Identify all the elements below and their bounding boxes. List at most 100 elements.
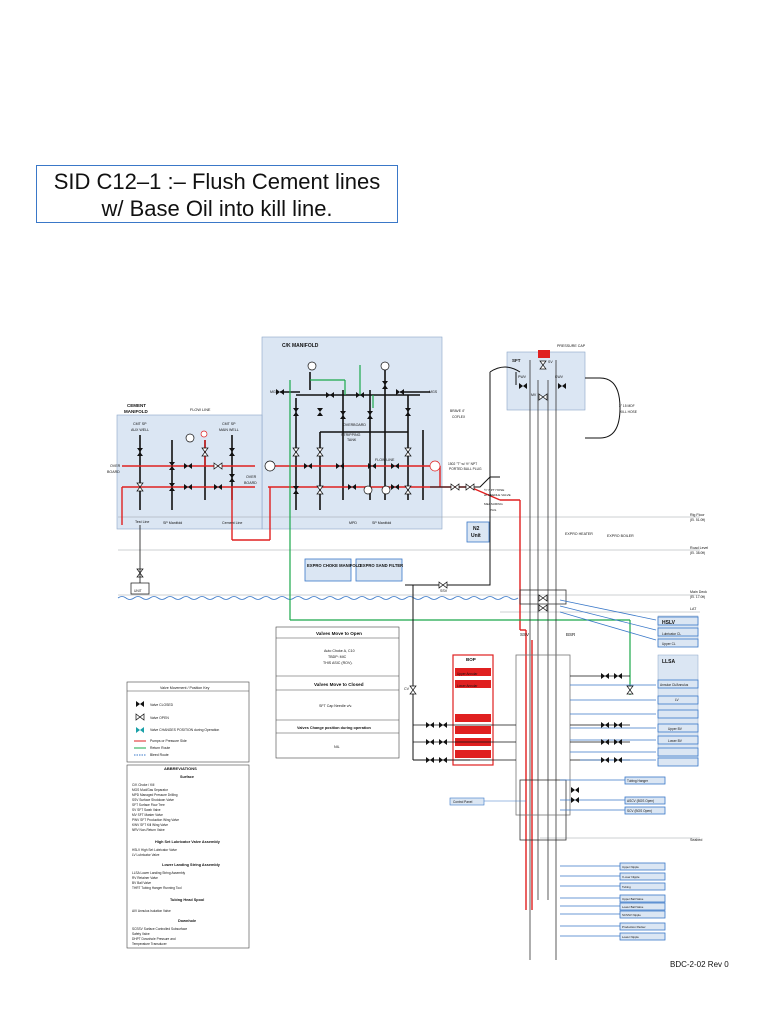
flow-line-label: FLOW LINE	[190, 408, 211, 412]
key-pump-label: Pumps or Pressure Side	[150, 739, 187, 743]
r2-label: Upper BV	[668, 727, 683, 731]
abbr-surface-item: MGS Mud/Gas Separator	[132, 788, 169, 792]
road-level-label: Road Level	[690, 546, 708, 550]
overboard-left-label-1: OVER	[110, 464, 121, 468]
needle-label-4: PAIL	[490, 508, 497, 512]
n2-unit-label-1: N2	[473, 526, 480, 532]
needle-label-1: ½" NPT HOSE	[484, 488, 504, 492]
abbr-surface-item: MV SFT Master Valve	[132, 813, 163, 817]
main-deck-el: (El. 17.0ft)	[690, 595, 705, 599]
mgs-right-label: MGS	[429, 390, 438, 394]
pressure-cap-label: PRESSURE CAP	[557, 344, 586, 348]
abbr-thspool-item: AIV Annulus Isolation Valve	[132, 909, 171, 913]
expro-heater-label: EXPRO HEATER	[565, 532, 593, 536]
abbr-surface-item: NRV Non-Return Valve	[132, 828, 165, 832]
right-tag-text: X-over Nipple	[622, 875, 640, 879]
abbr-hsla-item: HSLV High Set Lubricator Valve	[132, 848, 177, 852]
annular-ck-label: Annular Ck/Annulus	[660, 683, 689, 687]
key-open-label: Valve OPEN	[150, 716, 169, 720]
sft-panel	[506, 351, 586, 411]
key-closed-label: Valve CLOSED	[150, 703, 174, 707]
upper-annular-label: Upper Annular	[457, 672, 478, 676]
bull-plug-label-1: 1502 "T" w/ ½" NPT	[448, 462, 477, 466]
abbr-downhole-title: Downhole	[178, 919, 196, 923]
r3-label: Lower BV	[668, 739, 683, 743]
bull-plug-label-2: PORTED BULL PLUG	[449, 467, 482, 471]
valves-change-header: Valves Change position during operation	[297, 726, 372, 730]
pwv-label: PWV	[518, 375, 527, 379]
stripping-tank-label-2: TANK	[347, 438, 357, 442]
lubricator-label-1: Lubricator CL	[662, 632, 681, 636]
sv-label: SV	[548, 360, 553, 364]
rig-floor-el: (El. 51.0ft)	[690, 518, 705, 522]
cmt-sp-main-label-1: CMT SP	[222, 422, 236, 426]
sp-manifold-mid-label: SP Manifold	[372, 521, 391, 525]
road-level-el: (El. 38.0ft)	[690, 551, 705, 555]
needle-label-3: MEASURING	[484, 502, 503, 506]
cv-label: CV	[404, 687, 410, 691]
llsa-label: LLSA	[662, 659, 675, 665]
control-panel-label: Control Panel	[453, 800, 473, 804]
abbr-hsla-title: High Set Lubricator Valve Assembly	[155, 840, 221, 844]
unit-label: UNIT	[134, 589, 142, 593]
main-deck-label: Main Deck	[690, 590, 707, 594]
abbr-surface-item: MPD Managed Pressure Drilling	[132, 793, 178, 797]
key-title: Valve Movement / Position Key	[160, 686, 210, 690]
open-detail-2: TBDP: MIC	[328, 655, 347, 659]
right-tag-text: Upper Nipple	[622, 865, 639, 869]
abbr-downhole-item: SCSSV Surface Controlled Subsurface	[132, 927, 187, 931]
change-detail: NIL	[334, 745, 340, 749]
right-tag-text: Lower Ball Valve	[622, 905, 644, 909]
abbr-surface-item: SFT Surface Flow Tree	[132, 803, 165, 807]
abbreviations-box	[126, 764, 250, 949]
expro-sand-panel	[355, 558, 403, 582]
key-bleed-label: Bleed Route	[150, 753, 169, 757]
mpd-label: MPD	[349, 521, 357, 525]
flow-line-mid-label: FLOW LINE	[375, 458, 395, 462]
cmt-sp-main-label-2: MAIN WELL	[219, 428, 239, 432]
abbr-llsa-item: BV Ball Valve	[132, 881, 151, 885]
tubing-hanger-label: Tubing Hanger	[627, 779, 649, 783]
abbr-surface-item: SSV Surface Shutdown Valve	[132, 798, 174, 802]
expro-boiler-label: EXPRO BOILER	[607, 534, 634, 538]
valves-open-header: Valves Move to Open	[316, 631, 362, 636]
right-tag-text: Lower Nipple	[622, 935, 639, 939]
abbr-hsla-item: LV Lubricator Valve	[132, 853, 160, 857]
mv-label: MV	[531, 393, 537, 397]
title-line-2: w/ Base Oil into kill line.	[101, 196, 333, 221]
mgs-left-label: MGS	[270, 390, 279, 394]
sp-manifold-left-label: SP Manifold	[163, 521, 182, 525]
abbr-surface-item: KWV SFT Kill Wing Valve	[132, 823, 168, 827]
right-tag-text: Tubing	[622, 885, 631, 889]
n2-unit-label-2: Unit	[471, 533, 481, 539]
title-line-1: SID C12–1 :– Flush Cement lines	[53, 169, 381, 194]
lubricator-label-2: Upper CL	[662, 642, 676, 646]
bop-label: BOP	[466, 657, 476, 662]
level-lines	[118, 516, 700, 839]
coflex-label-2: COFLEX	[452, 415, 466, 419]
expro-choke-label: EXPRO CHOKE MANIFOLD	[307, 563, 361, 568]
cmt-sp-aux-label-2: AUX WELL	[131, 428, 149, 432]
ck-manifold-panel	[261, 336, 443, 530]
abbr-llsa-item: THRT Tubing Hanger Running Tool	[132, 886, 182, 890]
valves-closed-header: Valves Move to Closed	[314, 682, 364, 687]
key-table	[126, 681, 250, 763]
abbr-downhole-item: Temperature Transducer	[132, 942, 168, 946]
right-tag-texts: Upper Nipple X-over Nipple Tubing Upper …	[622, 865, 646, 939]
control-panel-tag	[449, 797, 485, 806]
bsr-label: BSR	[566, 632, 576, 637]
rig-floor-label: Rig Floor	[690, 513, 705, 517]
overboard-left-label-2: BOARD	[107, 470, 120, 474]
abbr-title: ABBREVIATIONS	[164, 766, 197, 771]
overboard-right-label-2: BOARD	[244, 481, 257, 485]
n2-unit-panel	[466, 521, 490, 543]
gauges	[185, 361, 441, 495]
kwv-label: KWV	[555, 375, 564, 379]
kill-hose-label-1: 2" 15 MDF	[619, 404, 635, 408]
r1-label: LV	[675, 698, 680, 702]
overboard-mid-label: OVERBOARD	[343, 423, 366, 427]
abbr-surface-item: C/K Choke / Kill	[132, 783, 155, 787]
sft-label: SFT	[512, 358, 521, 363]
expro-choke-panel	[304, 558, 352, 582]
